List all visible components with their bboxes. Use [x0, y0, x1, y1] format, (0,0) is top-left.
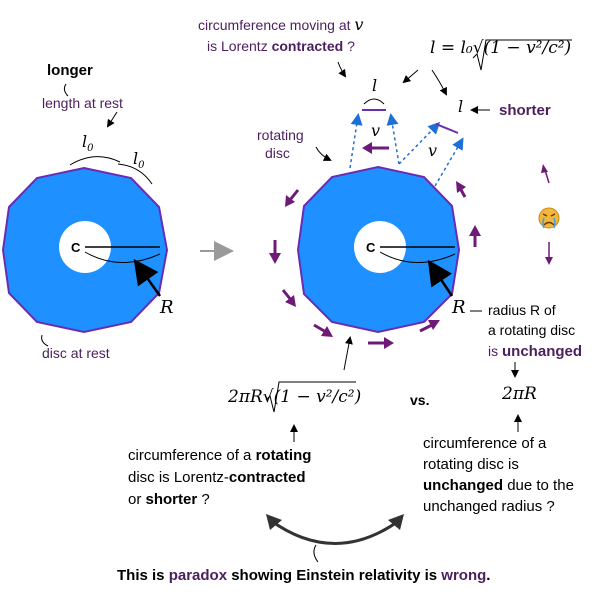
- right-question-line2: rotating disc is: [423, 456, 519, 473]
- center-label-right: C: [366, 240, 376, 255]
- rotating-label-pointer: [315, 146, 332, 161]
- disc-label: disc: [265, 145, 290, 161]
- circumference-moving-label: circumference moving at v: [198, 15, 364, 34]
- segment-l-right: [435, 123, 459, 134]
- rotating-label: rotating: [257, 127, 304, 143]
- rotating-r-arrow: [427, 259, 454, 297]
- paradox-statement: This is paradox showing Einstein relativ…: [117, 567, 491, 584]
- dashed-arrow-4: [434, 137, 464, 187]
- v-label-1: v: [371, 121, 381, 140]
- longer-pointer: [63, 83, 69, 97]
- length-at-rest-label: length at rest: [42, 95, 123, 111]
- sqrt-symbol-left: [265, 381, 356, 413]
- rotation-arrow-top: [362, 142, 389, 154]
- crying-face-icon: [538, 207, 560, 229]
- radius-line3: is unchanged: [488, 343, 583, 360]
- bottom-pointer: [313, 544, 319, 563]
- radius-label-left: R: [160, 297, 174, 318]
- l0-brace-b: [117, 163, 153, 185]
- rest-r-arrow: [133, 258, 162, 297]
- disc-rest-pointer: [41, 334, 49, 347]
- disc-at-rest: [1, 83, 169, 347]
- shorter-label-top: shorter: [499, 102, 551, 119]
- v-label-2: v: [428, 141, 438, 160]
- radius-line2: a rotating disc: [488, 322, 576, 338]
- left-question-line1: circumference of a rotating: [128, 447, 312, 464]
- rotation-arrow-bottom-right: [419, 320, 440, 333]
- versus-arrowhead-left: [266, 514, 282, 530]
- is-lorentz-contracted-label: is Lorentz contracted ?: [207, 38, 355, 54]
- center-label-left: C: [71, 240, 81, 255]
- rotation-arrow-upper-right: [456, 181, 467, 198]
- velocity-arrows: [349, 113, 464, 187]
- formula-left: 2πR√(1 − v²/c²): [228, 387, 362, 407]
- versus-arrowhead-right: [388, 514, 404, 530]
- rest-radius-brace: [84, 251, 161, 263]
- dashed-arrow-1: [349, 113, 363, 169]
- formula-top: l = l₀√(1 − v²/c²): [430, 38, 572, 58]
- disc-at-rest-label: disc at rest: [42, 345, 110, 361]
- dashed-arrow-2: [386, 113, 400, 165]
- vs-label: vs.: [410, 392, 430, 408]
- radius-label-right: R: [452, 297, 466, 318]
- small-arrow-up: [541, 164, 550, 184]
- rotation-arrows: [269, 142, 553, 349]
- l0-label-b: l0: [133, 149, 145, 172]
- longer-label: longer: [47, 62, 93, 79]
- right-question-line4: unchanged radius ?: [423, 498, 555, 515]
- rotation-arrow-right: [469, 225, 481, 247]
- length-rest-pointer: [106, 111, 118, 128]
- rotation-arrow-upper-left: [285, 189, 300, 207]
- formula-pointer-a: [337, 61, 347, 78]
- small-arrow-down: [545, 242, 553, 265]
- l-label-right: l: [458, 97, 464, 116]
- formula-pointer-b: [402, 69, 419, 84]
- rotating-radius-brace: [379, 251, 456, 263]
- left-question-line3: or shorter ?: [128, 491, 210, 508]
- rotation-arrow-left: [269, 240, 281, 264]
- rotation-arrow-lower-left: [281, 289, 296, 307]
- l0-brace-a: [69, 156, 121, 166]
- rotation-arrow-bottom-left: [313, 323, 333, 337]
- l-label-top: l: [372, 76, 378, 95]
- right-question-line3: unchanged due to the: [423, 477, 574, 494]
- rotating-disc: [296, 146, 482, 371]
- versus-curved-arrow: [269, 518, 401, 545]
- left-question-line2: disc is Lorentz-contracted: [128, 469, 306, 486]
- formula-right: 2πR: [502, 384, 537, 404]
- l0-label-a: l0: [82, 132, 94, 155]
- rotation-arrow-bottom: [368, 337, 394, 349]
- circumference-pointer: [343, 336, 353, 371]
- formula-pointer-c: [431, 69, 447, 96]
- radius-line1: radius R of: [488, 302, 556, 318]
- right-question-line1: circumference of a: [423, 435, 547, 452]
- sqrt-symbol-top: [472, 39, 572, 71]
- l-brace-top: [363, 98, 385, 105]
